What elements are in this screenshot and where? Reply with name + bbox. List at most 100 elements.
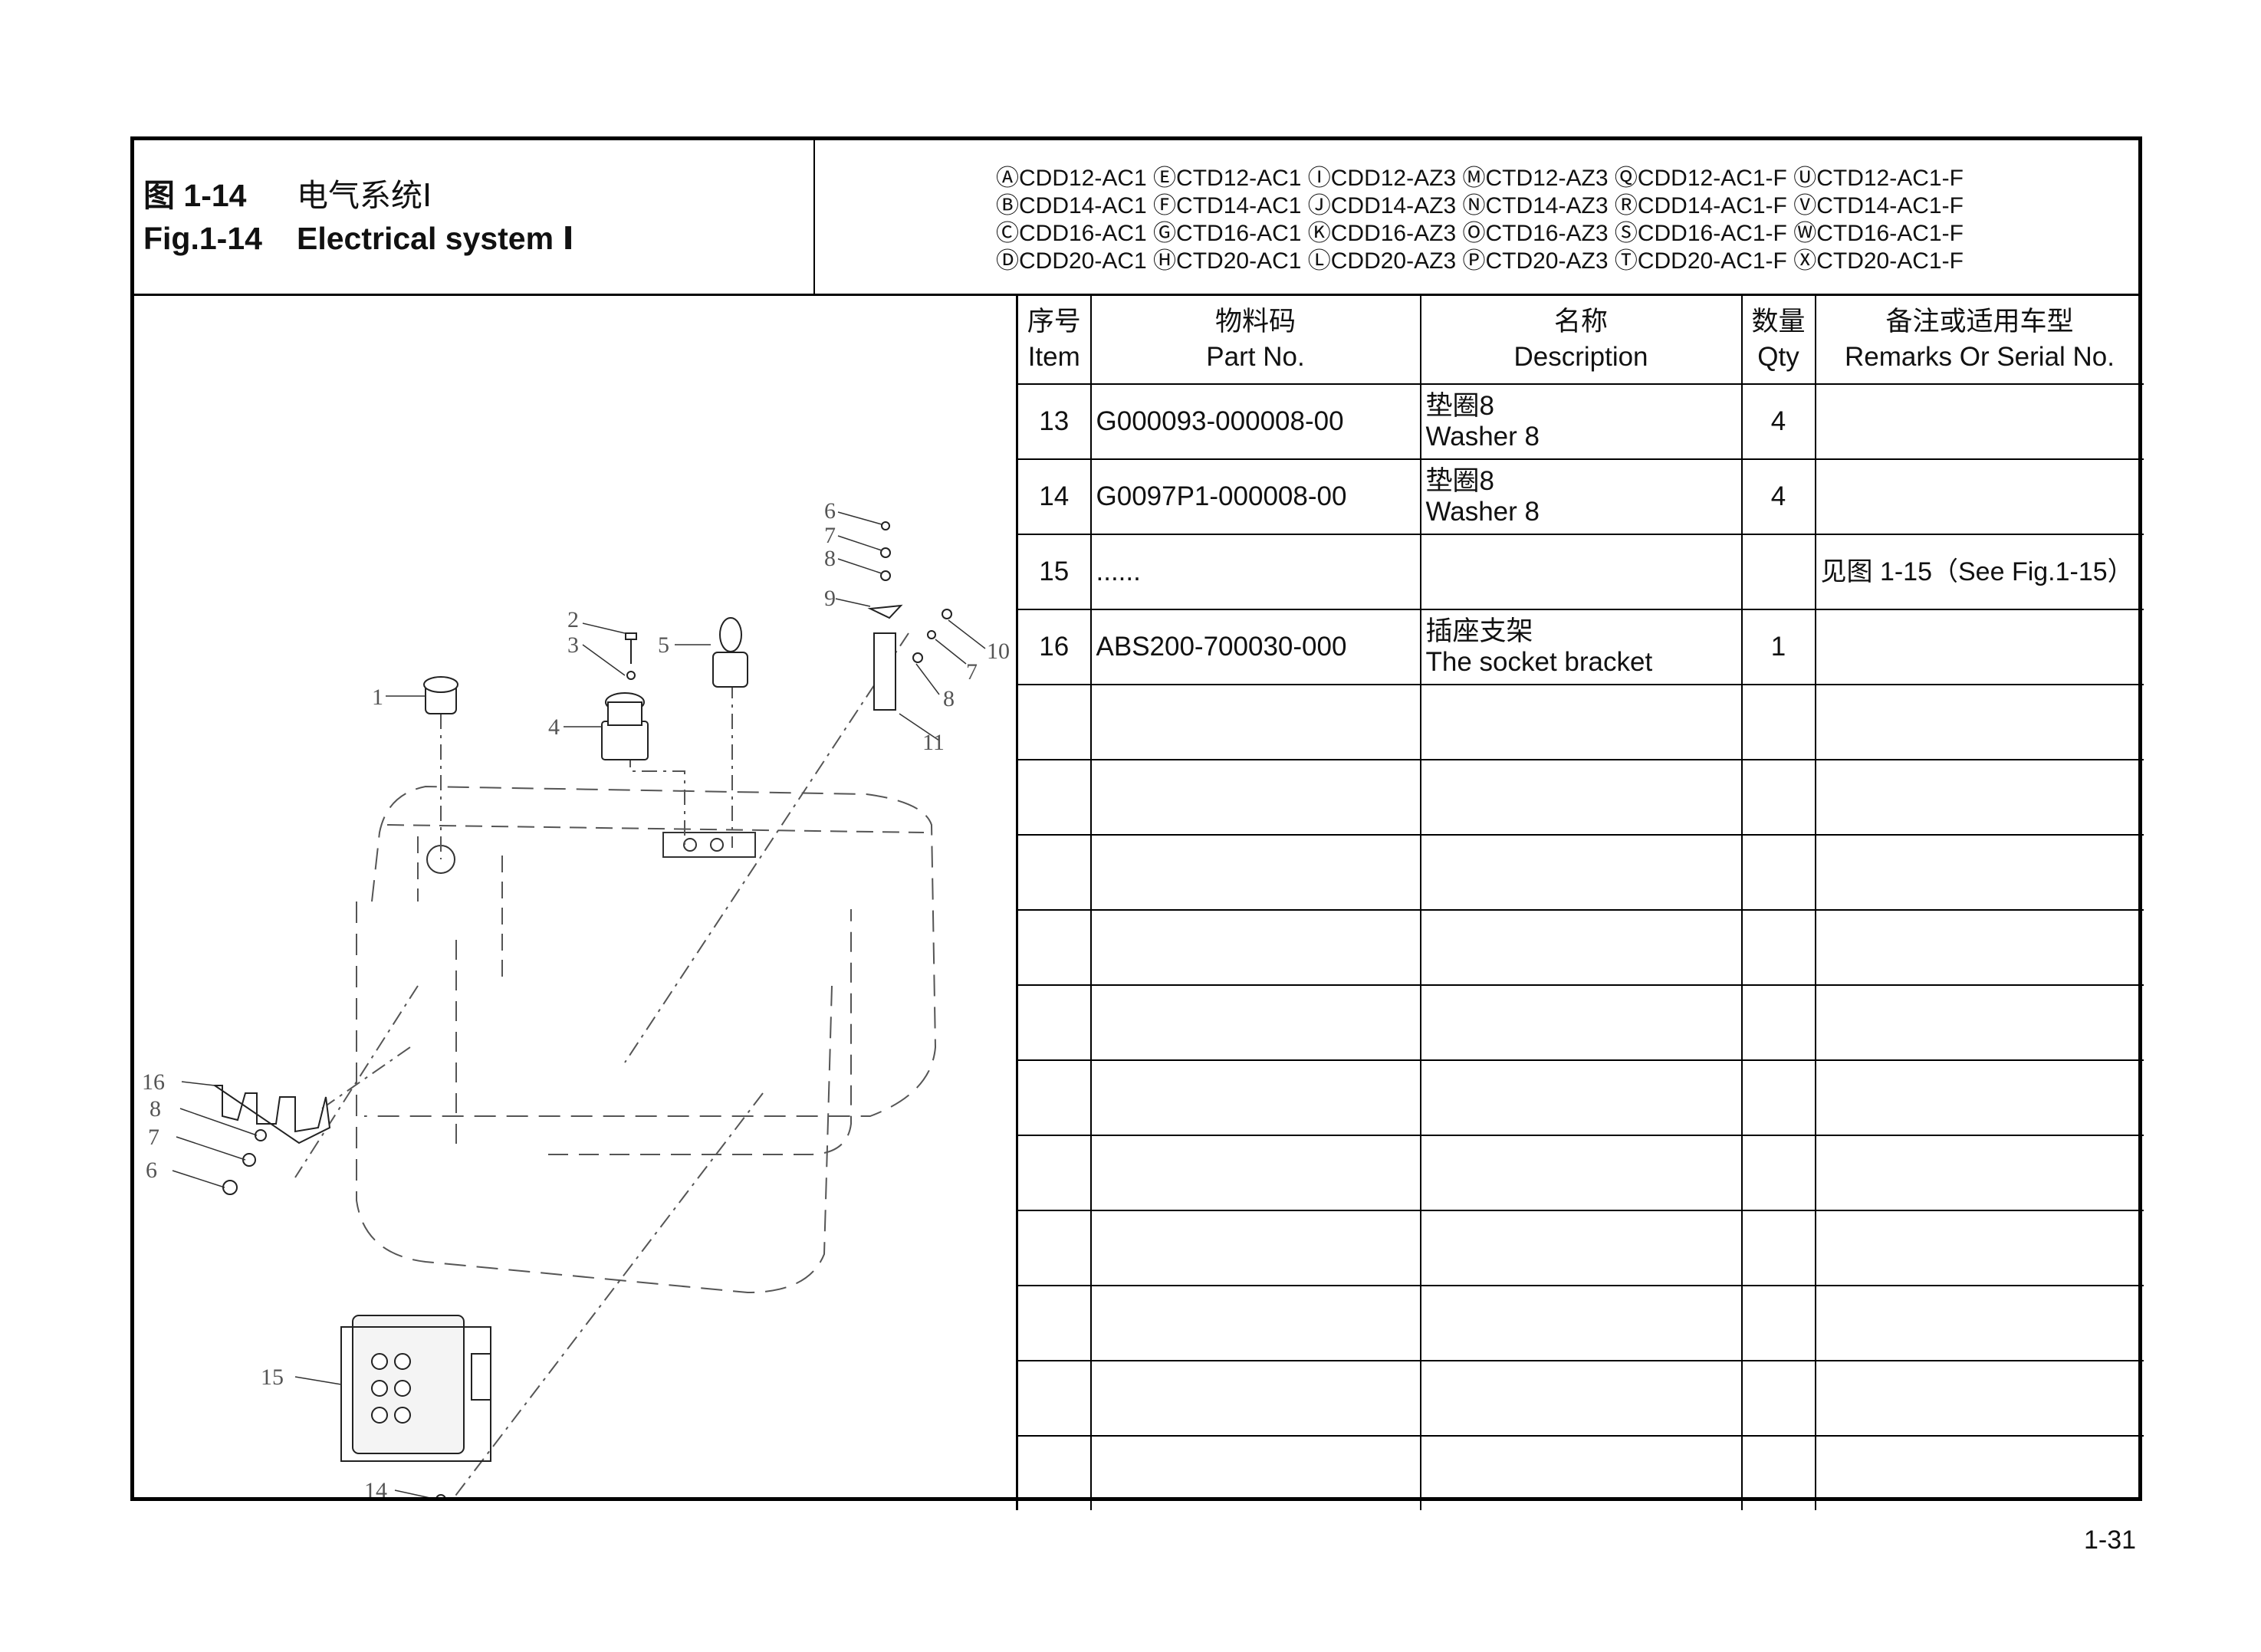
cell-item: 13	[1016, 383, 1092, 460]
callout-label: 8	[150, 1096, 161, 1122]
assembly-line	[294, 985, 419, 1178]
part-14-washer	[435, 1494, 446, 1497]
model-list: ⒶCDD12-AC1 ⒺCTD12-AC1 ⒾCDD12-AZ3 ⓂCTD12-…	[996, 165, 1964, 275]
model-line: ⒹCDD20-AC1 ⒽCTD20-AC1 ⓁCDD20-AZ3 ⓅCTD20-…	[996, 248, 1964, 274]
callout-label: 6	[146, 1158, 157, 1183]
callout-label: 15	[261, 1365, 284, 1390]
figure-name-cn: 电气系统Ⅰ	[297, 178, 432, 213]
figure-name-en: Electrical system Ⅰ	[297, 221, 574, 256]
figure-number-cn: 图 1-14	[143, 178, 247, 213]
callout-label: 7	[824, 523, 836, 548]
plate-hole	[683, 838, 697, 852]
exploded-drawing: 1 2 3 4 5 6 7 8 9 10 7 8 11 16 8 7 6 15 …	[142, 498, 1010, 1497]
cell-remarks	[1814, 609, 2144, 685]
table-row-empty	[1016, 1285, 2144, 1361]
assembly-line	[321, 1046, 411, 1109]
callout-label: 4	[548, 714, 560, 740]
page-number: 1-31	[2084, 1526, 2137, 1555]
assembly-line	[624, 632, 909, 1063]
plate-hole	[710, 838, 724, 852]
table-row-empty	[1016, 1360, 2144, 1437]
figure-number-en: Fig.1-14	[143, 221, 262, 256]
callout-label: 16	[142, 1069, 165, 1095]
table-row-empty	[1016, 1210, 2144, 1286]
controller-terminal	[371, 1380, 388, 1397]
part-7-washer-left	[242, 1153, 256, 1167]
cell-remarks	[1814, 383, 2144, 460]
cell-qty: 4	[1740, 383, 1816, 460]
callout-label: 8	[824, 546, 836, 571]
cell-remarks	[1814, 458, 2144, 535]
cell-remarks: 见图 1-15（See Fig.1-15）	[1814, 534, 2144, 610]
part-3-washer	[626, 671, 636, 680]
cell-item: 14	[1016, 458, 1092, 535]
callout-label: 10	[987, 639, 1010, 664]
table-row: 15 ...... 见图 1-15（See Fig.1-15）	[1016, 534, 2144, 610]
callout-label: 1	[372, 685, 383, 710]
part-1-meter-face	[423, 676, 458, 693]
cell-qty: 4	[1740, 458, 1816, 535]
title-en: Fig.1-14 Electrical system Ⅰ	[143, 220, 574, 257]
callout-label: 11	[922, 730, 945, 755]
part-6-screw	[881, 521, 890, 530]
part-8-washer	[880, 570, 891, 581]
callout-label: 5	[658, 632, 669, 658]
cell-qty	[1740, 534, 1816, 610]
controller-terminal	[371, 1353, 388, 1370]
callout-label: 8	[943, 686, 955, 711]
cell-item: 15	[1016, 534, 1092, 610]
table-row-empty	[1016, 759, 2144, 836]
chassis-inner	[455, 909, 852, 1155]
assembly-line	[453, 1092, 764, 1497]
table-row-empty	[1016, 1135, 2144, 1211]
top-plate	[662, 832, 756, 858]
title-cn: 图 1-14 电气系统Ⅰ	[143, 169, 432, 215]
model-line: ⒷCDD14-AC1 ⒻCTD14-AC1 ⒿCDD14-AZ3 ⓃCTD14-…	[996, 193, 1964, 218]
part-6-screw-left	[222, 1180, 238, 1195]
table-row-empty	[1016, 909, 2144, 986]
part-8-washer-right	[912, 652, 923, 663]
callout-label: 14	[364, 1478, 387, 1497]
part-4-switch	[601, 721, 649, 760]
cell-item: 16	[1016, 609, 1092, 685]
callout-label: 7	[966, 659, 978, 685]
table-row-empty	[1016, 984, 2144, 1061]
controller-terminal	[394, 1353, 411, 1370]
cell-part-no: G000093-000008-00	[1089, 383, 1421, 460]
table-row-empty	[1016, 1435, 2144, 1510]
applicable-models-block: ⒶCDD12-AC1 ⒺCTD12-AC1 ⒾCDD12-AZ3 ⓂCTD12-…	[815, 140, 2138, 296]
model-line: ⒸCDD16-AC1 ⒼCTD16-AC1 ⓀCDD16-AZ3 ⓄCTD16-…	[996, 221, 1964, 246]
callout-label: 3	[567, 632, 579, 658]
part-5-stop-button	[712, 652, 748, 688]
callout-label: 6	[824, 498, 836, 524]
cell-qty: 1	[1740, 609, 1816, 685]
callout-label: 2	[567, 607, 579, 632]
chassis-front	[356, 902, 833, 1294]
title-block: 图 1-14 电气系统Ⅰ Fig.1-14 Electrical system Ⅰ	[134, 140, 815, 296]
part-7-washer-right	[927, 630, 936, 639]
cell-part-no: G0097P1-000008-00	[1089, 458, 1421, 535]
model-line: ⒶCDD12-AC1 ⒺCTD12-AC1 ⒾCDD12-AZ3 ⓂCTD12-…	[996, 166, 1964, 191]
controller-terminal	[394, 1407, 411, 1424]
callout-label: 9	[824, 586, 836, 611]
table-row-empty	[1016, 1059, 2144, 1136]
cell-description	[1419, 534, 1743, 610]
callout-label: 7	[148, 1125, 159, 1150]
part-16-socket-bracket	[212, 1085, 331, 1145]
cell-part-no: ......	[1089, 534, 1421, 610]
controller-terminal	[394, 1380, 411, 1397]
part-10-screw	[942, 609, 952, 619]
part-4-switch-body	[607, 701, 642, 726]
